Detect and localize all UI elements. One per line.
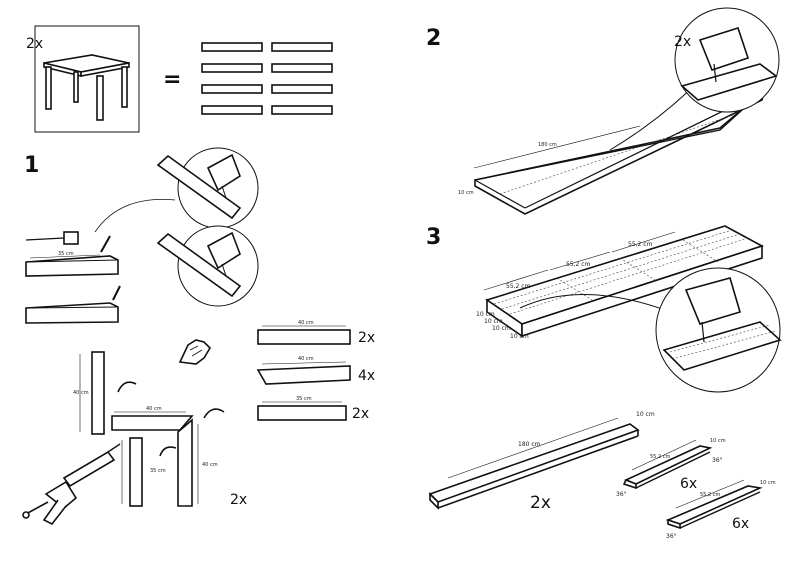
top-length: 40 cm [146,406,162,412]
step3-result-b: 55,2 cm 10 cm 36° 6x [665,479,776,540]
piece-a-length: 40 cm [298,320,314,326]
step2-saw-detail: 2x [674,7,780,113]
result-a-angle-bottom: 36° [616,491,627,498]
piece-c-qty: 2x [352,406,369,422]
piece-b-qty: 4x [358,368,375,384]
step1-assembly: 40 cm 40 cm 35 cm 40 cm 2x [73,351,247,508]
step1-measuring: 35 cm [25,199,176,324]
step2-width: 10 cm [458,190,474,196]
step3-seg2: 55,2 cm [566,261,591,268]
jigsaw-icon [206,231,241,270]
step3-seg3: 55,2 cm [628,241,653,248]
result-long-length: 180 cm [518,441,541,448]
result-b-angle: 36° [666,533,677,540]
result-long-width: 10 cm [636,411,655,418]
piece-a-qty: 2x [358,330,375,346]
equals-sign: = [163,67,181,92]
step3-w1: 10 cm [476,311,495,318]
rotate-arrow-icon [203,408,225,419]
leg-left-length: 40 cm [73,390,89,396]
step3-w3: 10 cm [492,325,511,332]
piece-b-length: 40 cm [298,356,314,362]
piece-c-length: 35 cm [296,396,312,402]
step-2-number: 2 [426,26,441,51]
jigsaw-icon [684,277,741,325]
result-a-length: 55,2 cm [650,454,670,460]
result-long-qty: 2x [530,493,551,513]
rotate-arrow-icon [159,446,177,457]
table-count: 2x [26,36,43,52]
result-a-angle-top: 36° [712,457,723,464]
result-b-width: 10 cm [760,480,776,486]
step3-board: 55,2 cm 55,2 cm 55,2 cm 10 cm 10 cm 10 c… [476,225,765,340]
leg-mid-length: 35 cm [150,468,166,474]
step1-saw-detail-bottom [156,225,259,307]
step1-saw-detail-top [156,147,259,229]
step-3-number: 3 [426,225,441,250]
pencil-icon [112,285,121,301]
step1-piece-c: 35 cm 2x [257,396,369,422]
intro-panel: 2x = [26,25,333,133]
step2-length: 180 cm [538,142,557,148]
step3-result-long: 180 cm 10 cm 2x [428,411,655,513]
step2-qty: 2x [674,34,691,50]
step1-piece-b: 40 cm 4x [256,356,375,385]
step3-w2: 10 cm [484,318,503,325]
caulking-gun-icon [22,443,121,526]
measure-label: 35 cm [58,251,74,257]
jigsaw-icon [206,153,241,192]
pencil-icon [100,235,111,253]
step3-w4: 10 cm [510,333,529,340]
jigsaw-icon [698,27,750,71]
leg-right-length: 40 cm [202,462,218,468]
step3-seg1: 55,2 cm [506,283,531,290]
tape-measure-icon [63,231,79,245]
result-b-length: 55,2 cm [700,492,720,498]
side-table-illustration [43,54,130,121]
step1-piece-a: 40 cm 2x [257,320,375,346]
assembly-qty: 2x [230,492,247,508]
hand-icon [178,339,212,365]
step3-saw-detail [655,267,782,393]
result-a-qty: 6x [680,476,697,492]
result-b-qty: 6x [732,516,749,532]
board-set [201,42,333,115]
rotate-arrow-icon [117,381,137,393]
step3-result-a: 55,2 cm 10 cm 36° 36° 6x [616,438,726,498]
step-1-number: 1 [24,153,39,178]
result-a-width: 10 cm [710,438,726,444]
